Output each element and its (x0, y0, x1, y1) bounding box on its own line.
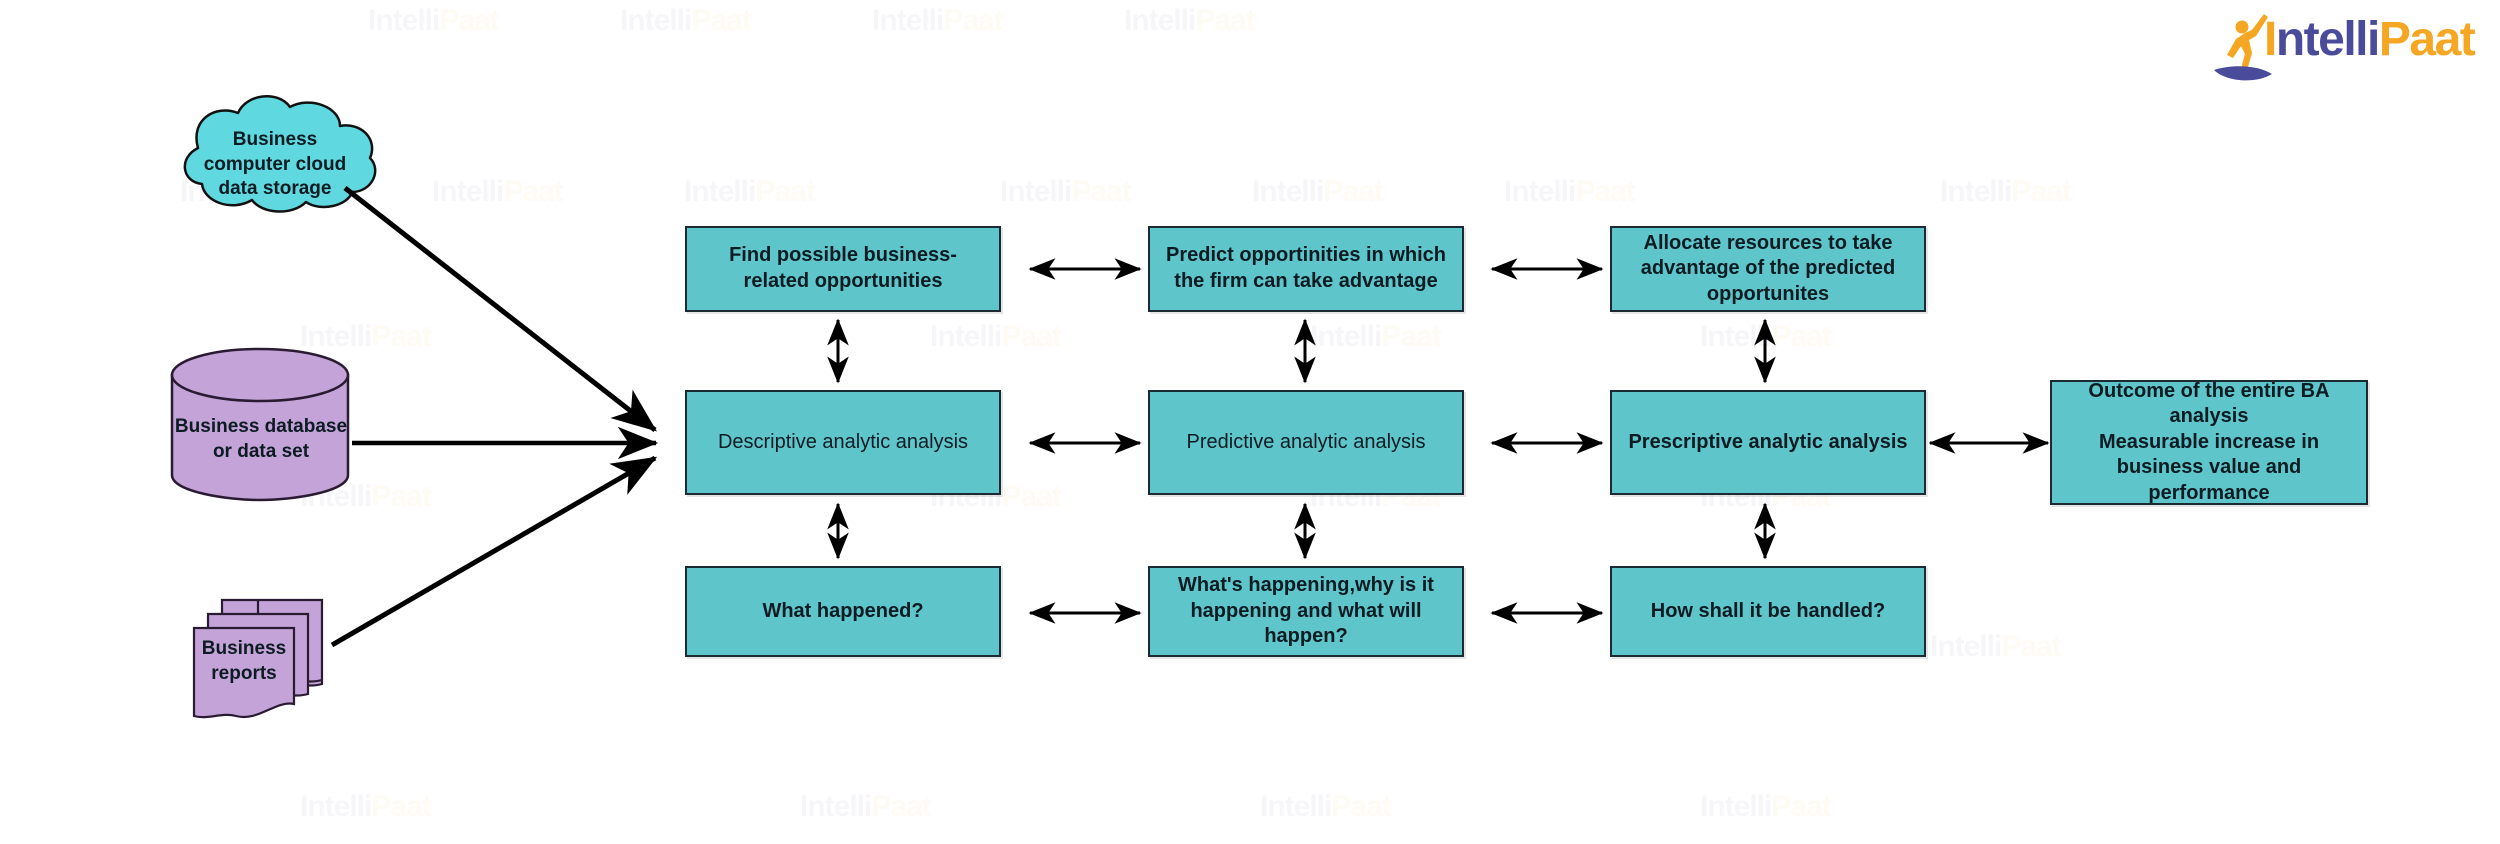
outcome-line3: business value and performance (2116, 456, 2302, 504)
intellipaat-logo: IntelliPaat (2212, 8, 2482, 84)
box-prescriptive-analytic[interactable]: Prescriptive analytic analysis (1610, 390, 1926, 495)
cylinder-shape (170, 347, 350, 502)
outcome-line1: Outcome of the entire BA analysis (2088, 379, 2330, 428)
box-what-happened[interactable]: What happened? (685, 566, 1001, 657)
cloud-shape (183, 95, 377, 213)
box-how-handled[interactable]: How shall it be handled? (1610, 566, 1926, 657)
logo-paat: Paat (2378, 13, 2476, 66)
box-descriptive-analytic[interactable]: Descriptive analytic analysis (685, 390, 1001, 495)
box-whats-happening[interactable]: What's happening,why is it happening and… (1148, 566, 1464, 657)
arrow-reports-to-descriptive (330, 455, 658, 648)
logo-letter-i: I (2264, 13, 2277, 66)
multi-document-shape (192, 598, 324, 719)
box-outcome[interactable]: Outcome of the entire BA analysis Measur… (2050, 380, 2368, 505)
arrow-cloud-to-descriptive (343, 186, 657, 432)
box-predictive-analytic[interactable]: Predictive analytic analysis (1148, 390, 1464, 495)
logo-ntelli: ntelli (2275, 13, 2381, 66)
box-find-opportunities[interactable]: Find possible business-related opportuni… (685, 226, 1001, 312)
logo-wordmark: IntelliPaat (2264, 13, 2476, 66)
box-allocate-resources[interactable]: Allocate resources to take advantage of … (1610, 226, 1926, 312)
logo-figure-icon (2214, 14, 2272, 81)
outcome-line2: Measurable increase in (2098, 430, 2320, 453)
box-predict-opportunities[interactable]: Predict opportinities in which the firm … (1148, 226, 1464, 312)
